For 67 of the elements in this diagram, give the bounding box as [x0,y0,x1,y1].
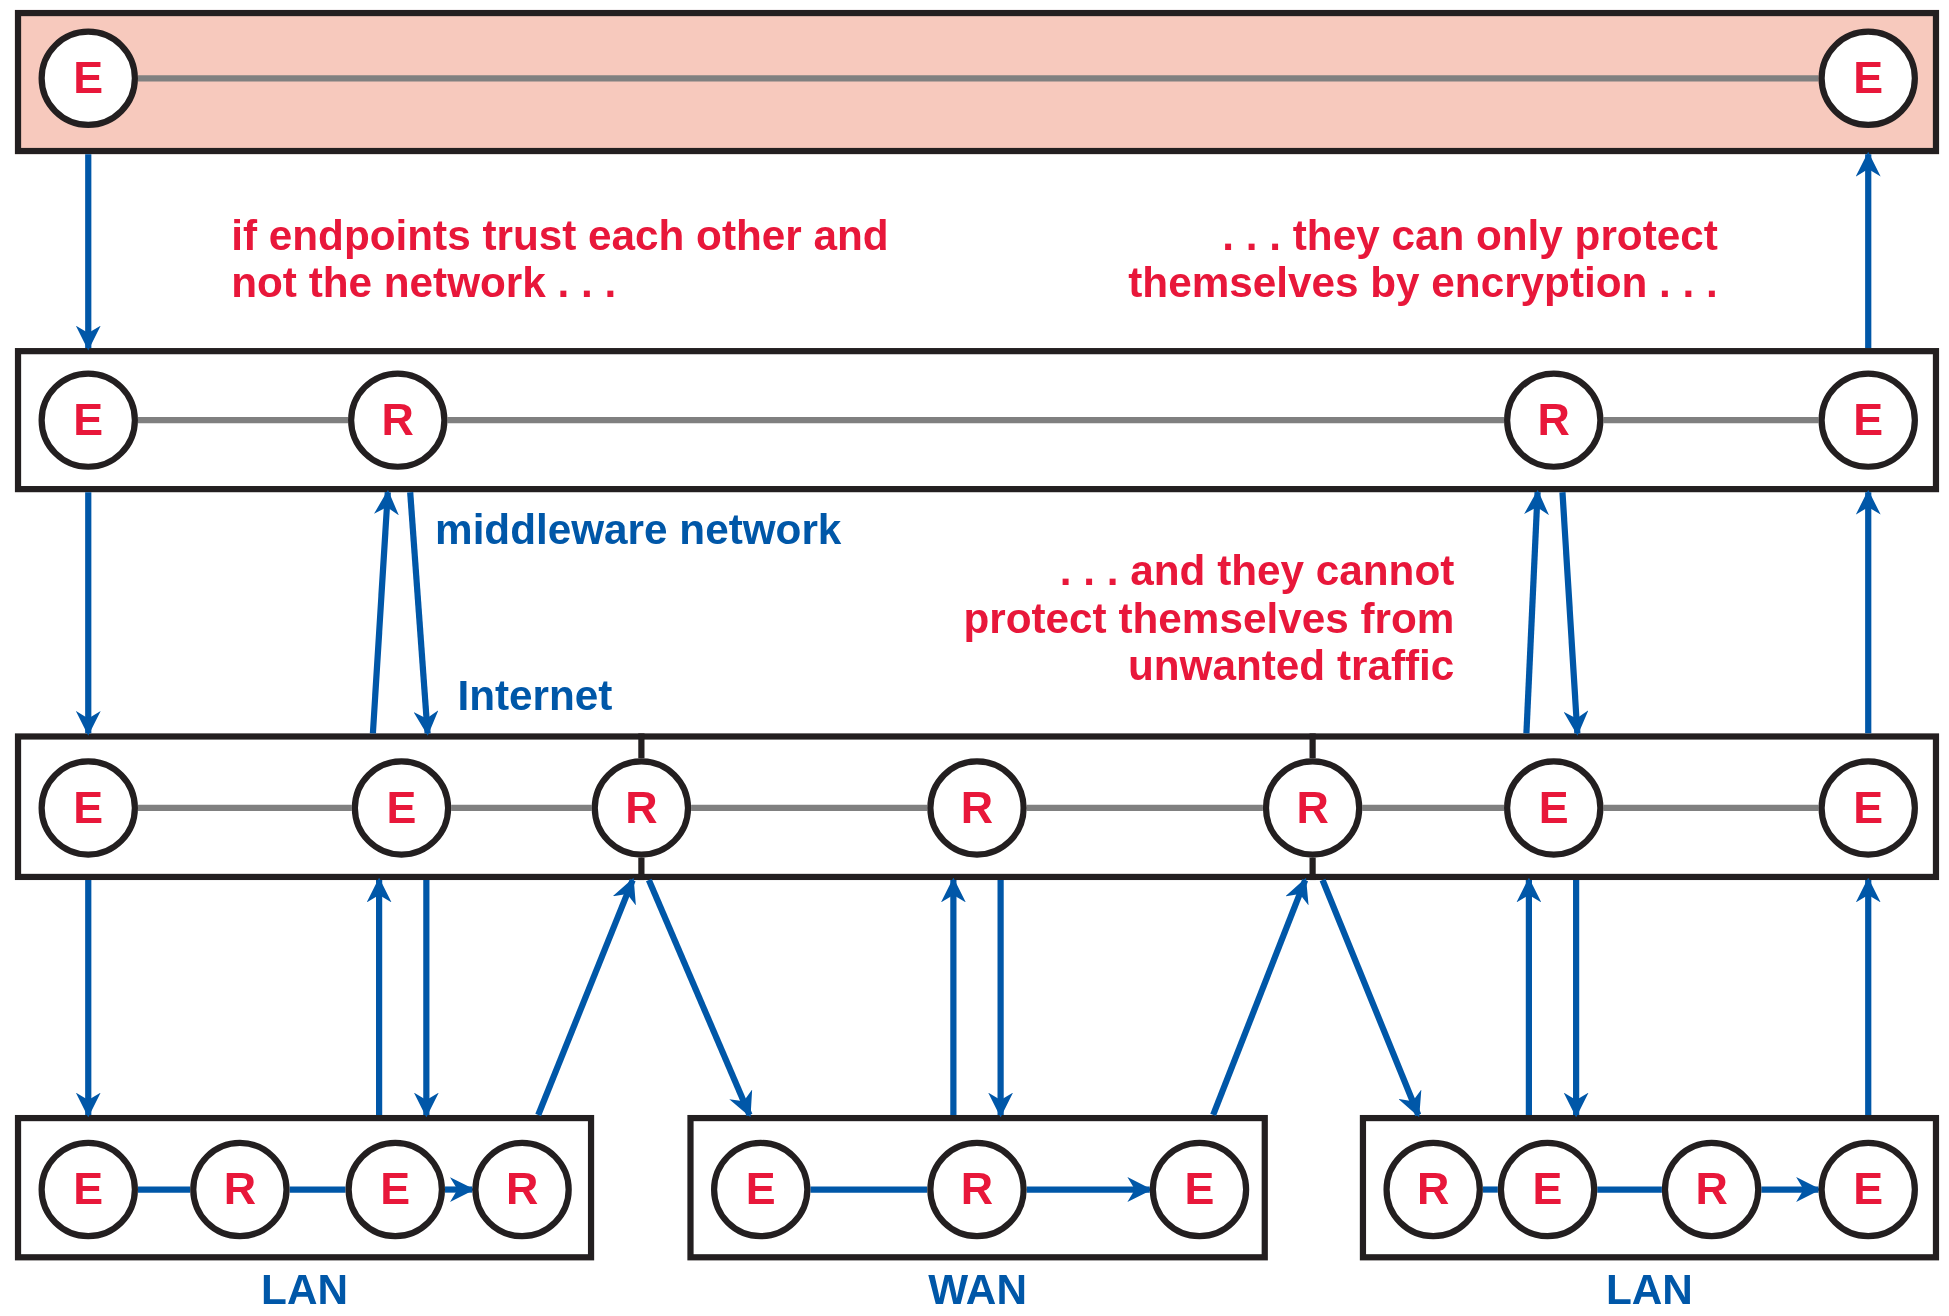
node-circle: E [1497,1139,1598,1240]
annotation-text: if endpoints trust each other and not the network . . . [231,211,890,306]
arrow [646,878,753,1118]
network-label: WAN [927,1265,1028,1313]
arrow [407,492,439,736]
node-circle: R [190,1139,290,1240]
arrow [445,1177,475,1202]
node-circle: E [1818,370,1918,470]
connector-line [289,1186,346,1193]
arrow [75,492,101,736]
arrow [1855,151,1881,349]
node-circle: E [1818,758,1918,858]
node-circle: E [1818,1139,1918,1240]
node-circle: E [345,1139,445,1240]
node-circle: E [1149,1139,1250,1240]
arrow [1559,492,1589,736]
node-circle: R [1262,758,1363,858]
arrow [75,154,101,351]
node-circle: E [38,758,138,858]
node-circle: E [38,370,138,470]
arrow [1855,489,1881,734]
connector-line [691,804,928,812]
node-circle: R [348,370,448,470]
layer-label: middleware network [435,505,842,554]
arrow [1523,489,1549,734]
node-circle: E [1818,28,1918,129]
node-circle: R [927,758,1027,858]
network-label: LAN [260,1265,349,1313]
connector-line [137,804,352,812]
node-circle: R [591,758,692,858]
arrow [1319,878,1422,1118]
node-circle: E [38,1139,138,1240]
arrow [369,489,399,734]
connector-line [137,417,349,424]
node-circle: R [927,1139,1027,1240]
network-label: LAN [1605,1265,1694,1313]
network-box [14,1114,595,1261]
connector-line [1597,1186,1662,1193]
node-circle: E [711,1139,811,1240]
node-circle: E [38,28,138,129]
layer-band [14,348,1940,493]
network-box [1359,1114,1940,1261]
node-circle: R [1383,1139,1483,1240]
connector-line [447,417,1505,424]
layer-band [14,9,1940,155]
connector-line [1603,417,1819,424]
connector-line [451,804,592,812]
annotation-text: . . . they can only protect themselves by encryption . . . [1127,211,1718,306]
node-circle: R [472,1139,572,1240]
arrow [1761,1177,1821,1202]
node-circle: E [1504,758,1604,858]
connector-line [1362,804,1505,812]
network-box [687,1114,1268,1261]
arrow [1210,877,1309,1117]
connector-line [137,1186,191,1193]
arrow [535,877,636,1117]
layer-band [14,733,1940,881]
layer-label: Internet [457,671,613,719]
connector-line [810,1186,928,1193]
connector-line [137,75,1819,82]
node-circle: R [1504,370,1604,470]
connector-line [1026,804,1263,812]
annotation-text: . . . and they cannot protect themselves from unwanted traffic [962,546,1455,689]
connector-line [1482,1186,1498,1193]
node-circle: R [1661,1139,1762,1240]
connector-line [1603,804,1819,812]
node-circle: E [351,758,452,858]
